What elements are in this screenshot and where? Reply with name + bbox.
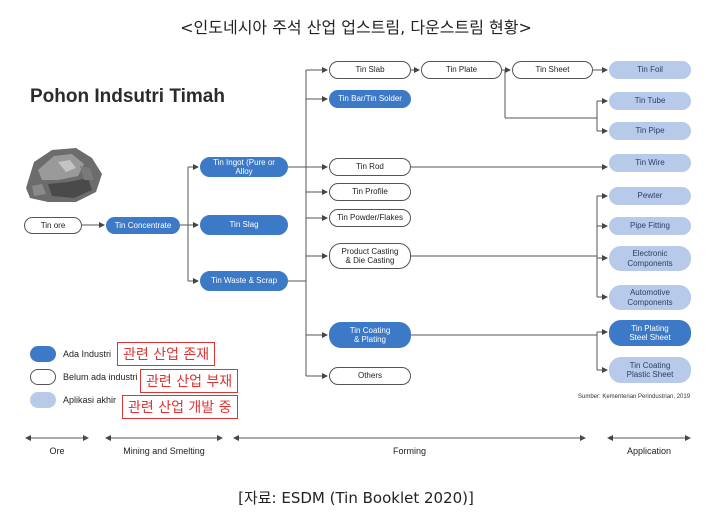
- node-others: Others: [329, 367, 411, 385]
- stage-application: Application: [608, 446, 690, 456]
- stage-ore: Ore: [26, 446, 88, 456]
- node-tin-coating-plating: Tin Coating & Plating: [329, 322, 411, 348]
- node-tin-sheet: Tin Sheet: [512, 61, 593, 79]
- legend-swatch-industry: [30, 346, 56, 362]
- node-tin-plating-steel-sheet: Tin Plating Steel Sheet: [609, 320, 691, 346]
- node-tin-bar-solder: Tin Bar/Tin Solder: [329, 90, 411, 108]
- node-tin-slag: Tin Slag: [200, 215, 288, 235]
- legend-label-application: Aplikasi akhir: [63, 395, 116, 405]
- node-tin-ingot: Tin Ingot (Pure or Alloy: [200, 157, 288, 177]
- node-tin-tube: Tin Tube: [609, 92, 691, 110]
- node-pipe-fitting: Pipe Fitting: [609, 217, 691, 235]
- node-electronic-components: Electronic Components: [609, 246, 691, 271]
- node-tin-profile: Tin Profile: [329, 183, 411, 201]
- node-tin-wire: Tin Wire: [609, 154, 691, 172]
- sumber-note: Sumber: Kementerian Perindustrian, 2019: [578, 394, 690, 400]
- node-tin-waste-scrap: Tin Waste & Scrap: [200, 271, 288, 291]
- node-tin-powder-flakes: Tin Powder/Flakes: [329, 209, 411, 227]
- annotation-industry-developing: 관련 산업 개발 중: [122, 395, 238, 419]
- node-tin-pipe: Tin Pipe: [609, 122, 691, 140]
- node-tin-foil: Tin Foil: [609, 61, 691, 79]
- node-pewter: Pewter: [609, 187, 691, 205]
- stage-mining-smelting: Mining and Smelting: [106, 446, 222, 456]
- node-tin-plate: Tin Plate: [421, 61, 502, 79]
- node-product-casting: Product Casting & Die Casting: [329, 243, 411, 269]
- annotation-industry-absent: 관련 산업 부재: [140, 369, 238, 393]
- node-tin-ore: Tin ore: [24, 217, 82, 234]
- legend-label-industry: Ada Industri: [63, 349, 111, 359]
- source-caption: [자료: ESDM (Tin Booklet 2020)]: [0, 487, 712, 508]
- stage-forming: Forming: [234, 446, 585, 456]
- legend-swatch-no-industry: [30, 369, 56, 385]
- node-automotive-components: Automotive Components: [609, 285, 691, 310]
- node-tin-coating-plastic-sheet: Tin Coating Plastic Sheet: [609, 357, 691, 383]
- legend-swatch-application: [30, 392, 56, 408]
- node-tin-slab: Tin Slab: [329, 61, 411, 79]
- node-tin-rod: Tin Rod: [329, 158, 411, 176]
- legend-label-no-industry: Belum ada industri: [63, 372, 138, 382]
- annotation-industry-exists: 관련 산업 존재: [117, 342, 215, 366]
- node-tin-concentrate: Tin Concentrate: [106, 217, 180, 234]
